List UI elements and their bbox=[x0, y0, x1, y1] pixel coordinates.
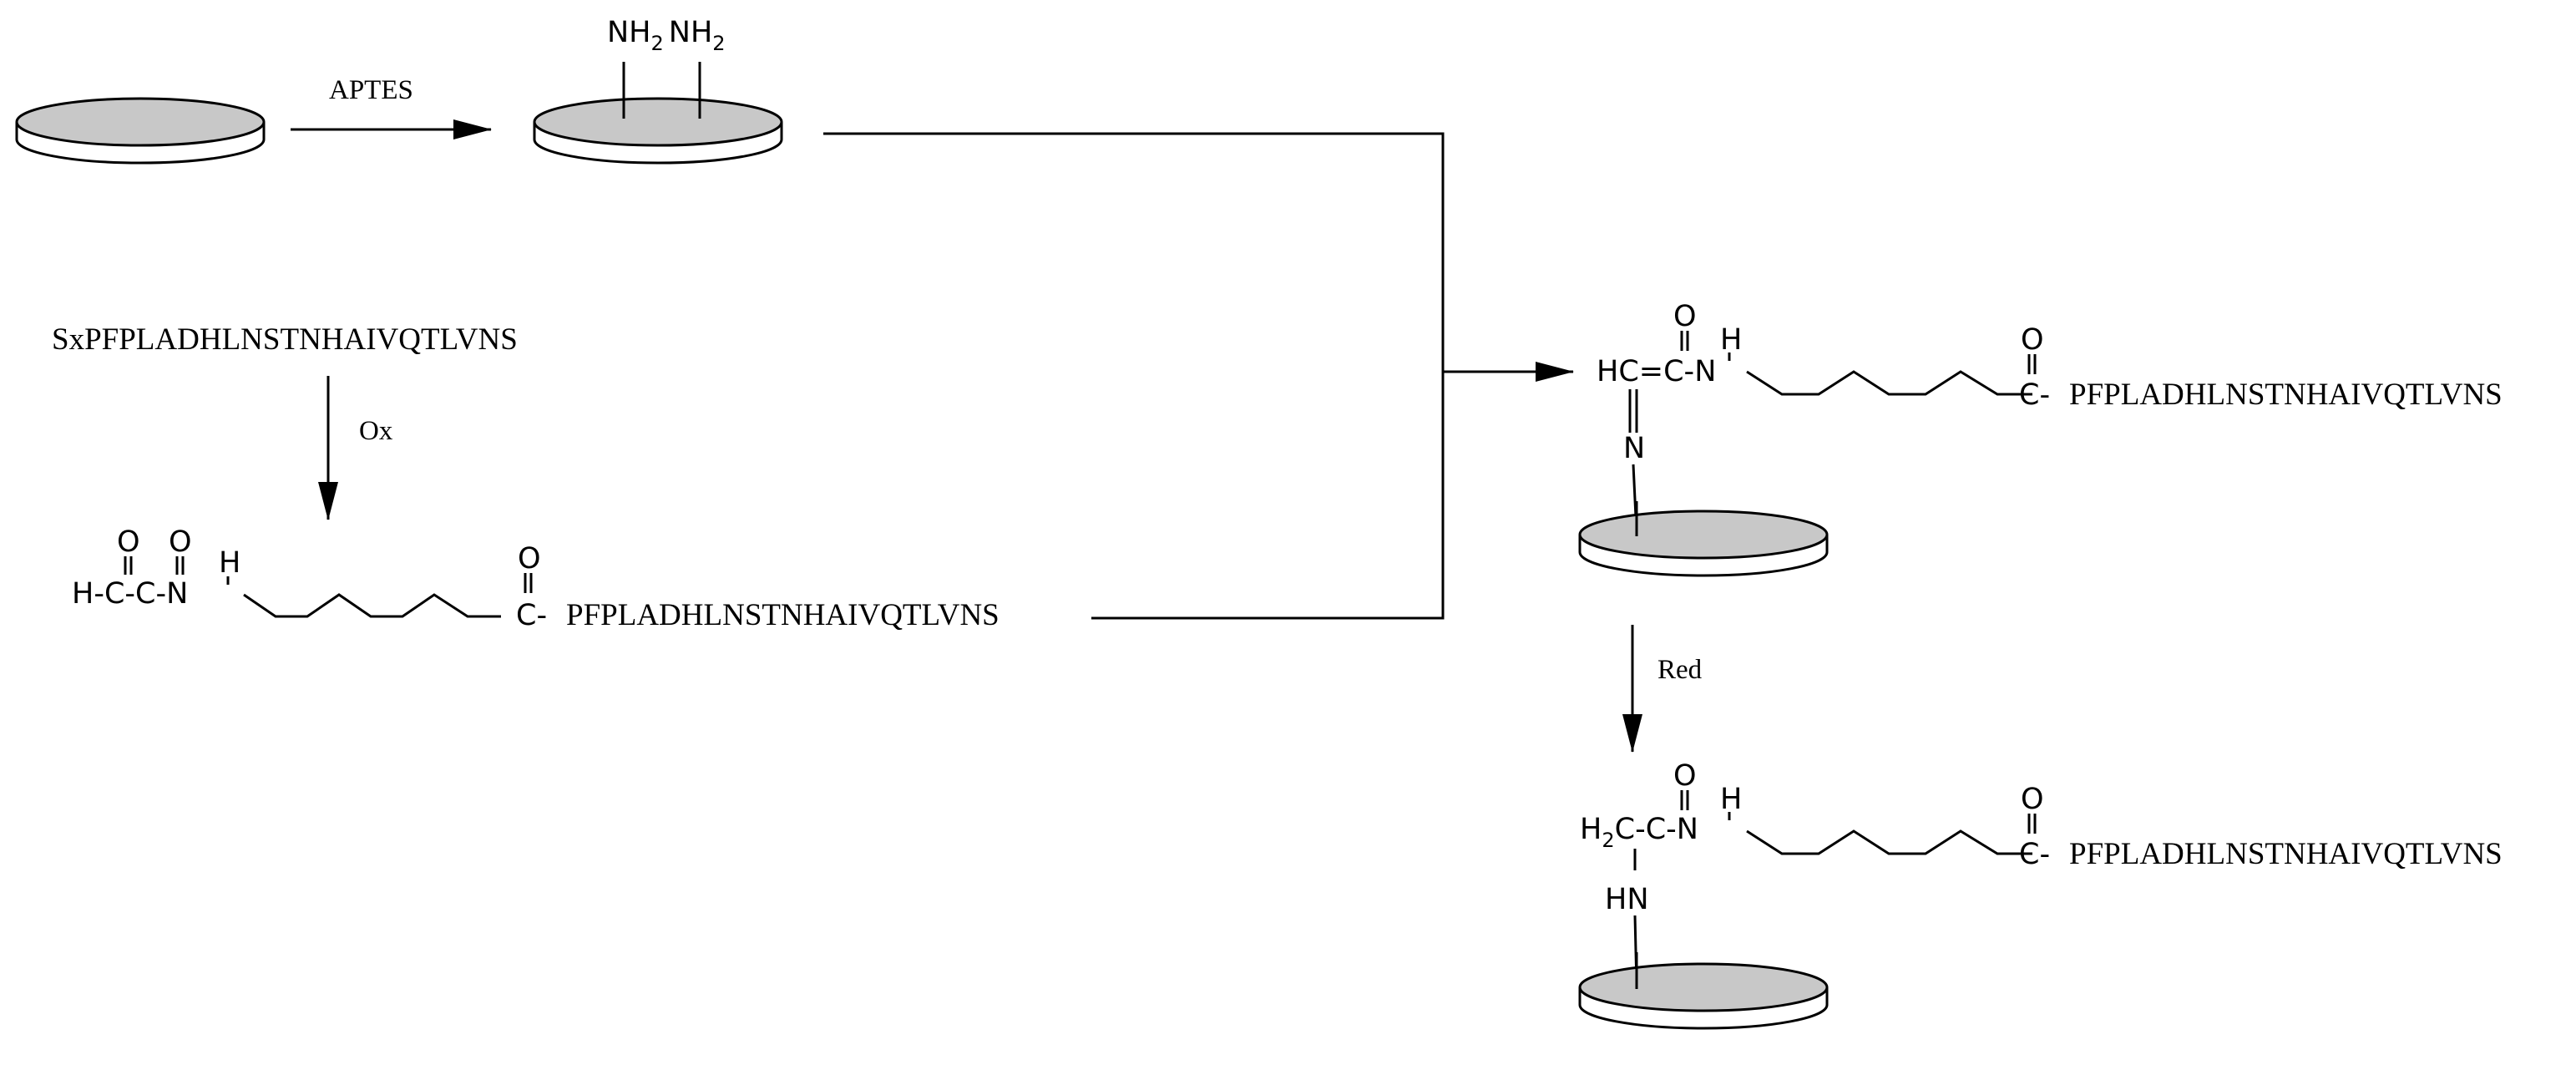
reduced-fragment: H2C-C-N bbox=[1580, 813, 1698, 852]
reduced-oxygen-2: O bbox=[2021, 783, 2044, 816]
reduced-product-structure: O H H2C-C-N HN O C- PFPLADHLNSTNHAIVQTLV… bbox=[1580, 759, 2503, 986]
glyoxylyl-fragment: H-C-C-N bbox=[72, 577, 188, 611]
reduced-peptide-chain: PFPLADHLNSTNHAIVQTLVNS bbox=[2069, 837, 2503, 871]
oxygen-atom-2: O bbox=[169, 525, 192, 559]
reduced-oxygen-1: O bbox=[1673, 759, 1697, 793]
connector-line-bottom bbox=[1091, 372, 1445, 620]
connector-line-top bbox=[823, 132, 1445, 372]
starting-peptide-sequence: SxPFPLADHLNSTNHAIVQTLVNS bbox=[52, 322, 518, 357]
imine-substrate-disc bbox=[1578, 501, 1829, 577]
imine-fragment: HC=C-N bbox=[1597, 355, 1716, 388]
reduced-carbonyl-carbon: C- bbox=[2019, 838, 2050, 871]
imine-carbonyl-carbon: C- bbox=[2019, 378, 2050, 412]
secondary-amine-hn: HN bbox=[1605, 883, 1649, 916]
bare-substrate-disc bbox=[15, 97, 266, 165]
reduced-substrate-disc bbox=[1578, 952, 1829, 1030]
amine-substrate-disc bbox=[533, 62, 783, 165]
oxygen-atom-1: O bbox=[117, 525, 140, 559]
carbonyl-carbon: C- bbox=[516, 599, 547, 632]
reduced-linker bbox=[1746, 829, 2032, 855]
aptes-label: APTES bbox=[329, 75, 413, 105]
imine-oxygen-1: O bbox=[1673, 300, 1697, 333]
ox-label: Ox bbox=[359, 416, 393, 446]
hydrogen-atom-nh: H bbox=[219, 546, 240, 580]
imine-linker bbox=[1746, 370, 2032, 396]
imine-product-structure: O H HC=C-N N O C- PFPLADHLNSTNHAIVQTLVNS bbox=[1597, 300, 2503, 535]
oxidized-peptide-structure: O O H H-C-C-N O C- PFPLADHLNSTNHAIVQTLVN… bbox=[72, 525, 1000, 632]
aminohexanoyl-linker bbox=[243, 593, 501, 618]
imine-oxygen-2: O bbox=[2021, 323, 2044, 357]
imine-amide-h: H bbox=[1720, 323, 1742, 357]
red-label: Red bbox=[1657, 655, 1703, 685]
imine-nitrogen: N bbox=[1623, 432, 1645, 465]
oxidized-peptide-chain: PFPLADHLNSTNHAIVQTLVNS bbox=[566, 598, 1000, 632]
oxygen-atom-3: O bbox=[518, 542, 541, 576]
reduced-amide-h: H bbox=[1720, 783, 1742, 816]
imine-peptide-chain: PFPLADHLNSTNHAIVQTLVNS bbox=[2069, 378, 2503, 412]
